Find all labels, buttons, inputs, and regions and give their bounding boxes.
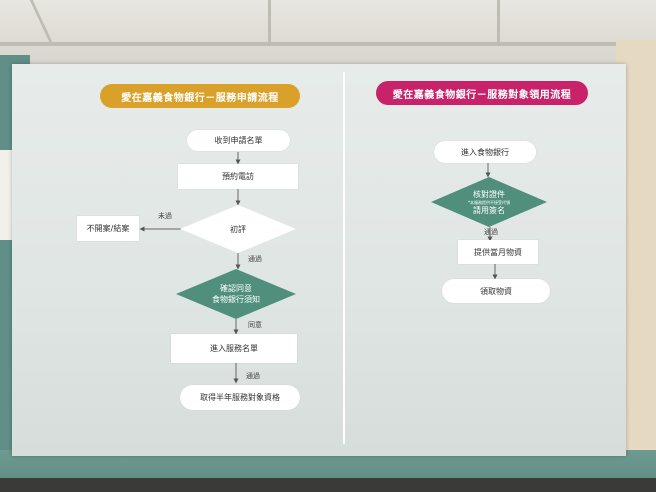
right-flow-title: 愛在嘉義食物銀行－服務對象領用流程: [376, 81, 588, 105]
center-divider: [343, 72, 345, 444]
step-provide-supplies: 提供當月物資: [458, 240, 538, 264]
step-collect-supplies: 領取物資: [442, 279, 550, 303]
label-pass-1: 通過: [248, 255, 262, 263]
label-agree: 同意: [248, 321, 262, 329]
ceiling-beam: [0, 42, 656, 46]
step-reject: 不開案/結案: [77, 216, 139, 241]
label-pass-2: 通過: [246, 372, 260, 380]
ceiling-beam: [268, 0, 271, 44]
verify-note: *本服務提供不接受代領: [468, 199, 510, 205]
step-qualify: 取得半年服務對象資格: [180, 385, 300, 410]
confirm-line-1: 確認同意: [220, 284, 252, 293]
ceiling: [0, 0, 656, 60]
step-confirm-label: 確認同意 食物銀行須知: [176, 269, 296, 319]
step-schedule-call: 預約電訪: [178, 164, 298, 189]
step-enter-food-bank: 進入食物銀行: [434, 141, 536, 163]
step-receive-application: 收到申請名單: [187, 130, 290, 151]
step-verify-label: 核對證件 *本服務提供不接受代領 請用簽名: [431, 177, 547, 227]
floor-strip: [0, 478, 656, 492]
verify-line-2: 請用簽名: [473, 205, 505, 215]
ceiling-beam: [497, 0, 500, 44]
confirm-line-2: 食物銀行須知: [212, 295, 260, 304]
step-enter-service-list: 進入服務名單: [171, 334, 297, 363]
label-fail: 未過: [158, 212, 172, 220]
verify-line-1: 核對證件: [473, 189, 505, 199]
left-flow-title: 愛在嘉義食物銀行－服務申請流程: [100, 84, 300, 108]
label-pass-right: 通過: [484, 228, 498, 236]
step-assess-label: 初評: [230, 224, 246, 234]
